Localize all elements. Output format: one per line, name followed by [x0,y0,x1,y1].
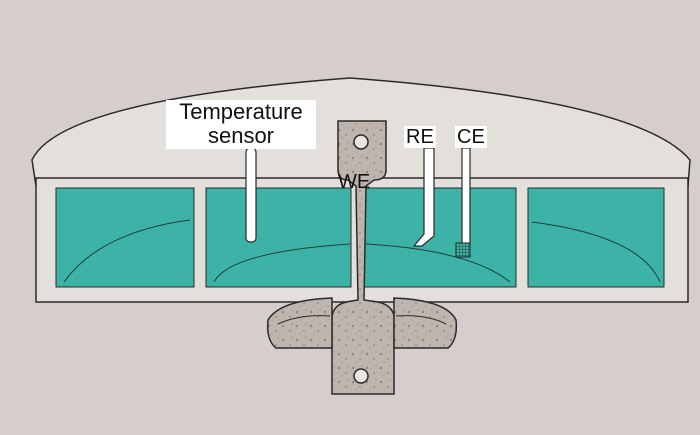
chamber-right [527,187,665,288]
counter-electrode-rod [461,147,471,247]
temperature-label-line2: sensor [207,123,275,148]
chamber-left [55,187,195,288]
temperature-label-line1: Temperature [179,99,303,124]
working-electrode-label: WE [338,171,371,193]
reference-electrode-label: RE [404,126,436,148]
mount-hole-bottom [353,368,369,384]
counter-electrode-label: CE [455,126,487,148]
chamber-center-right [361,187,517,288]
electrode-holder-flange [266,297,333,349]
mount-hole-top [353,134,369,150]
working-electrode [331,120,395,395]
reference-electrode [412,147,435,247]
counter-electrode-mesh [455,242,471,258]
temperature-sensor-probe [245,147,257,243]
temperature-sensor-label: Temperature sensor [166,100,316,149]
chamber-center-left [205,187,352,288]
